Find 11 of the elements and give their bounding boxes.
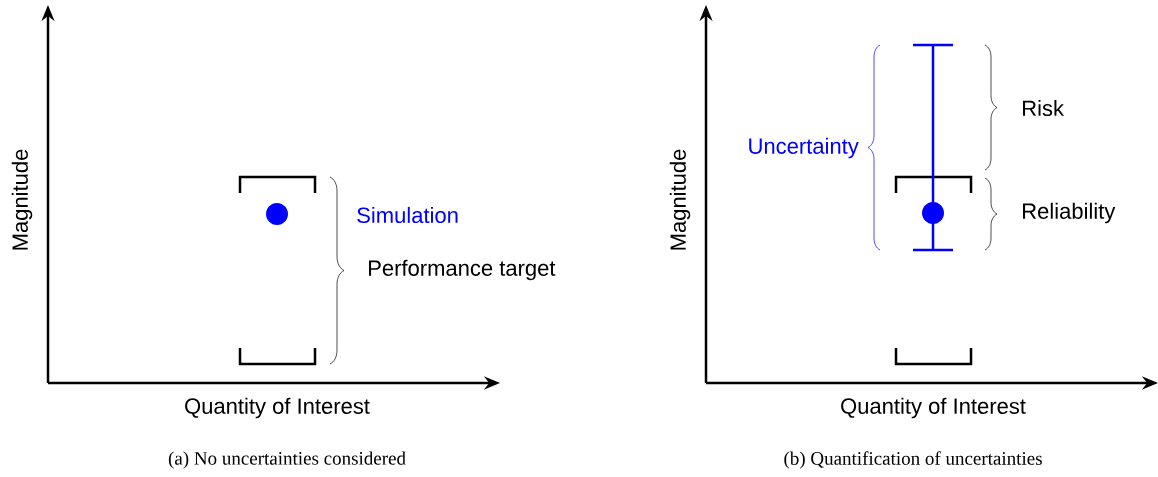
- subfigure-caption: (a) No uncertainties considered: [168, 451, 406, 469]
- axis-label: Quantity of Interest: [185, 397, 370, 419]
- axis-label: Quantity of Interest: [841, 397, 1026, 419]
- annotation-label: Uncertainty: [749, 137, 859, 159]
- subfigure-caption: (b) Quantification of uncertainties: [784, 451, 1042, 469]
- axis-label: Magnitude: [11, 149, 33, 250]
- annotation-label: Risk: [1023, 99, 1064, 117]
- axis-label: Magnitude: [669, 149, 691, 250]
- annotation-label: Reliability: [1023, 202, 1116, 224]
- annotation-label: Performance target: [369, 259, 556, 281]
- annotation-label: Simulation: [357, 206, 458, 224]
